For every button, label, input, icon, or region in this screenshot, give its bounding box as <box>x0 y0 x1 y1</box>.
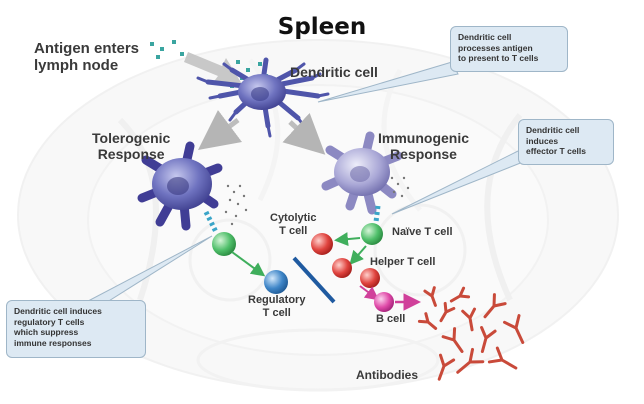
helper-t-cell-label: Helper T cell <box>370 256 436 268</box>
regulatory-precursor-cell <box>212 232 236 256</box>
arrow-to-regulatory <box>231 251 266 277</box>
immunogenic-response-label: Immunogenic Response <box>378 130 470 163</box>
b-cell-label: B cell <box>376 313 406 325</box>
arrow-to-cytolytic <box>334 232 361 247</box>
antibody <box>456 347 485 374</box>
antigen-enters-label: Antigen enters lymph node <box>34 40 140 75</box>
tolerogenic-response-label: Tolerogenic Response <box>92 130 171 163</box>
helper-t-cell-1 <box>332 258 352 278</box>
naive-t-cell <box>361 223 383 245</box>
antibodies-label: Antibodies <box>356 368 418 382</box>
arrow-to-immunogenic <box>282 112 326 155</box>
antibody <box>503 314 525 345</box>
antibody <box>480 325 497 354</box>
antigen-entry-arrow <box>184 52 242 84</box>
antibody <box>437 353 456 381</box>
callout-induces-regulatory: Dendritic cell induces regulatory T cell… <box>6 300 146 358</box>
b-cell <box>374 292 394 312</box>
dendritic-cell-label: Dendritic cell <box>290 64 378 80</box>
arrow-to-b-cell <box>359 285 380 301</box>
cytolytic-t-cell <box>311 233 333 255</box>
arrow-to-tolerogenic <box>198 110 242 150</box>
antibody <box>487 346 518 370</box>
antibody <box>441 327 464 353</box>
helper-t-cell-2 <box>360 268 380 288</box>
antibody <box>423 286 437 307</box>
immunogenic-dendritic-cell <box>321 131 403 215</box>
page-title: Spleen <box>277 14 367 40</box>
suppression-bar <box>292 256 336 304</box>
secreted-particles-right <box>390 176 410 198</box>
arrow-to-helper <box>349 245 367 266</box>
regulatory-t-cell <box>264 270 288 294</box>
naive-t-cell-label: Naïve T cell <box>392 226 453 238</box>
callout-induces-effector: Dendritic cell induces effector T cells <box>518 119 614 165</box>
antibody <box>417 312 438 330</box>
antibody <box>483 293 507 319</box>
regulatory-t-cell-label: Regulatory T cell <box>248 294 306 319</box>
tolerogenic-dendritic-cell <box>137 141 223 231</box>
antibody <box>449 286 471 303</box>
cytolytic-t-cell-label: Cytolytic T cell <box>270 212 317 237</box>
antibodies-cluster <box>417 286 525 381</box>
antibody <box>461 307 477 332</box>
secreted-particles-left <box>224 184 248 226</box>
antibody <box>439 301 456 323</box>
callout-processes-antigen: Dendritic cell processes antigen to pres… <box>450 26 568 72</box>
